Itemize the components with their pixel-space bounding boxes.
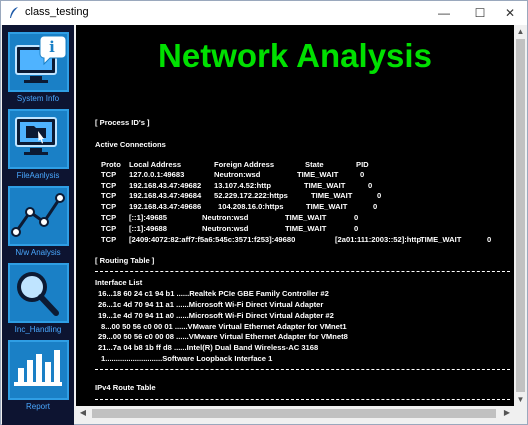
cell-foreign: Neutron:wsd (202, 224, 249, 233)
cell-proto: TCP (101, 213, 117, 222)
list-item: 8...00 50 56 c0 00 01 ......VMware Virtu… (101, 322, 347, 331)
cell-local: [::1]:49688 (129, 224, 167, 233)
cell-state: TIME_WAIT (304, 181, 346, 190)
list-item: 1...........................Software Loo… (101, 354, 273, 363)
page-title: Network Analysis (158, 37, 432, 74)
report-icon (14, 350, 62, 386)
cell-local: [2409:4072:82:aff7:f5a6:545c:3571:f253]:… (129, 235, 296, 244)
minimize-button[interactable]: — (438, 6, 450, 20)
list-item: 21...7a 04 b8 1b ff d8 ......Intel(R) Du… (98, 343, 319, 352)
cell-local: 192.168.43.47:49686 (129, 202, 202, 211)
cell-pid: 0 (354, 224, 359, 233)
cell-state: TIME_WAIT (285, 213, 327, 222)
sidebar-item-label: System Info (16, 94, 60, 103)
cell-foreign: 52.229.172.222:https (214, 191, 288, 200)
cell-pid: 0 (368, 181, 373, 190)
list-item: 16...18 60 24 c1 94 b1 ......Realtek PCI… (98, 289, 329, 298)
active-connections-title: Active Connections (95, 140, 166, 149)
cell-foreign: [2a01:111:2003::52]:http (335, 235, 422, 244)
file-analysis-icon (15, 117, 57, 155)
cell-proto: TCP (101, 202, 117, 211)
cell-pid: 0 (354, 213, 359, 222)
close-button[interactable]: ✕ (504, 6, 516, 20)
cell-pid: 0 (377, 191, 382, 200)
process-ids-header: [ Process ID's ] (95, 118, 150, 127)
title-bar[interactable]: class_testing — ☐ ✕ (1, 1, 527, 25)
header-foreign-address: Foreign Address (214, 160, 275, 169)
cell-proto: TCP (101, 170, 117, 179)
scroll-up-icon[interactable]: ▲ (516, 27, 525, 36)
incident-handling-icon (17, 272, 59, 316)
cell-proto: TCP (101, 224, 117, 233)
cell-proto: TCP (101, 181, 117, 190)
cell-state: TIME_WAIT (311, 191, 353, 200)
sidebar: i System Info FileAanlysis (2, 25, 74, 425)
sidebar-item-file-analysis[interactable]: FileAanlysis (6, 109, 70, 187)
scroll-right-icon[interactable]: ▶ (503, 408, 511, 417)
sidebar-item-label: N/w Analysis (15, 248, 61, 257)
cell-local: 192.168.43.47:49684 (129, 191, 202, 200)
interface-list-title: Interface List (95, 278, 143, 287)
network-analysis-icon (11, 193, 65, 237)
vertical-scroll-thumb[interactable] (516, 39, 525, 392)
header-proto: Proto (101, 160, 121, 169)
cell-proto: TCP (101, 191, 117, 200)
sidebar-item-incident-handling[interactable]: Inc_Handling (6, 263, 70, 341)
cell-foreign: 104.208.16.0:https (218, 202, 284, 211)
list-item: 26...1c 4d 70 94 11 a1 ......Microsoft W… (98, 300, 324, 309)
feather-icon (10, 7, 18, 18)
ipv4-route-table-title: IPv4 Route Table (95, 383, 156, 392)
cell-foreign: Neutron:wsd (202, 213, 249, 222)
cell-pid: 0 (487, 235, 492, 244)
sidebar-item-label: Report (25, 402, 50, 411)
sidebar-item-system-info[interactable]: i System Info (6, 32, 70, 110)
list-item: 29...00 50 56 c0 00 08 ......VMware Virt… (98, 332, 348, 341)
divider (95, 271, 510, 272)
scroll-down-icon[interactable]: ▼ (516, 395, 525, 404)
sidebar-item-network-analysis[interactable]: N/w Analysis (6, 186, 70, 264)
scroll-left-icon[interactable]: ◀ (79, 408, 87, 417)
cell-pid: 0 (373, 202, 378, 211)
divider (95, 369, 510, 370)
header-state: State (305, 160, 324, 169)
cell-foreign: Neutron:wsd (214, 170, 261, 179)
sidebar-item-label: Inc_Handling (14, 325, 62, 334)
divider (95, 399, 510, 400)
sidebar-item-label: FileAanlysis (16, 171, 60, 180)
cell-pid: 0 (360, 170, 365, 179)
sidebar-item-report[interactable]: Report (6, 340, 70, 418)
cell-state: TIME_WAIT (285, 224, 327, 233)
cell-local: 127.0.0.1:49683 (129, 170, 185, 179)
network-analysis-panel[interactable]: Network Analysis [ Process ID's ] Active… (76, 25, 514, 406)
cell-local: 192.168.43.47:49682 (129, 181, 202, 190)
cell-state: TIME_WAIT (306, 202, 348, 211)
svg-text:i: i (49, 38, 55, 56)
cell-foreign: 13.107.4.52:http (214, 181, 271, 190)
system-info-icon: i (15, 35, 67, 83)
header-local-address: Local Address (129, 160, 182, 169)
routing-table-header: [ Routing Table ] (95, 256, 155, 265)
cell-local: [::1]:49685 (129, 213, 167, 222)
cell-proto: TCP (101, 235, 117, 244)
maximize-button[interactable]: ☐ (474, 6, 486, 20)
cell-state: TIME_WAIT (420, 235, 462, 244)
cell-state: TIME_WAIT (297, 170, 339, 179)
horizontal-scroll-thumb[interactable] (92, 409, 496, 418)
window-title: class_testing (25, 6, 89, 18)
list-item: 19...1e 4d 70 94 11 a0 ......Microsoft W… (98, 311, 334, 320)
header-pid: PID (356, 160, 369, 169)
